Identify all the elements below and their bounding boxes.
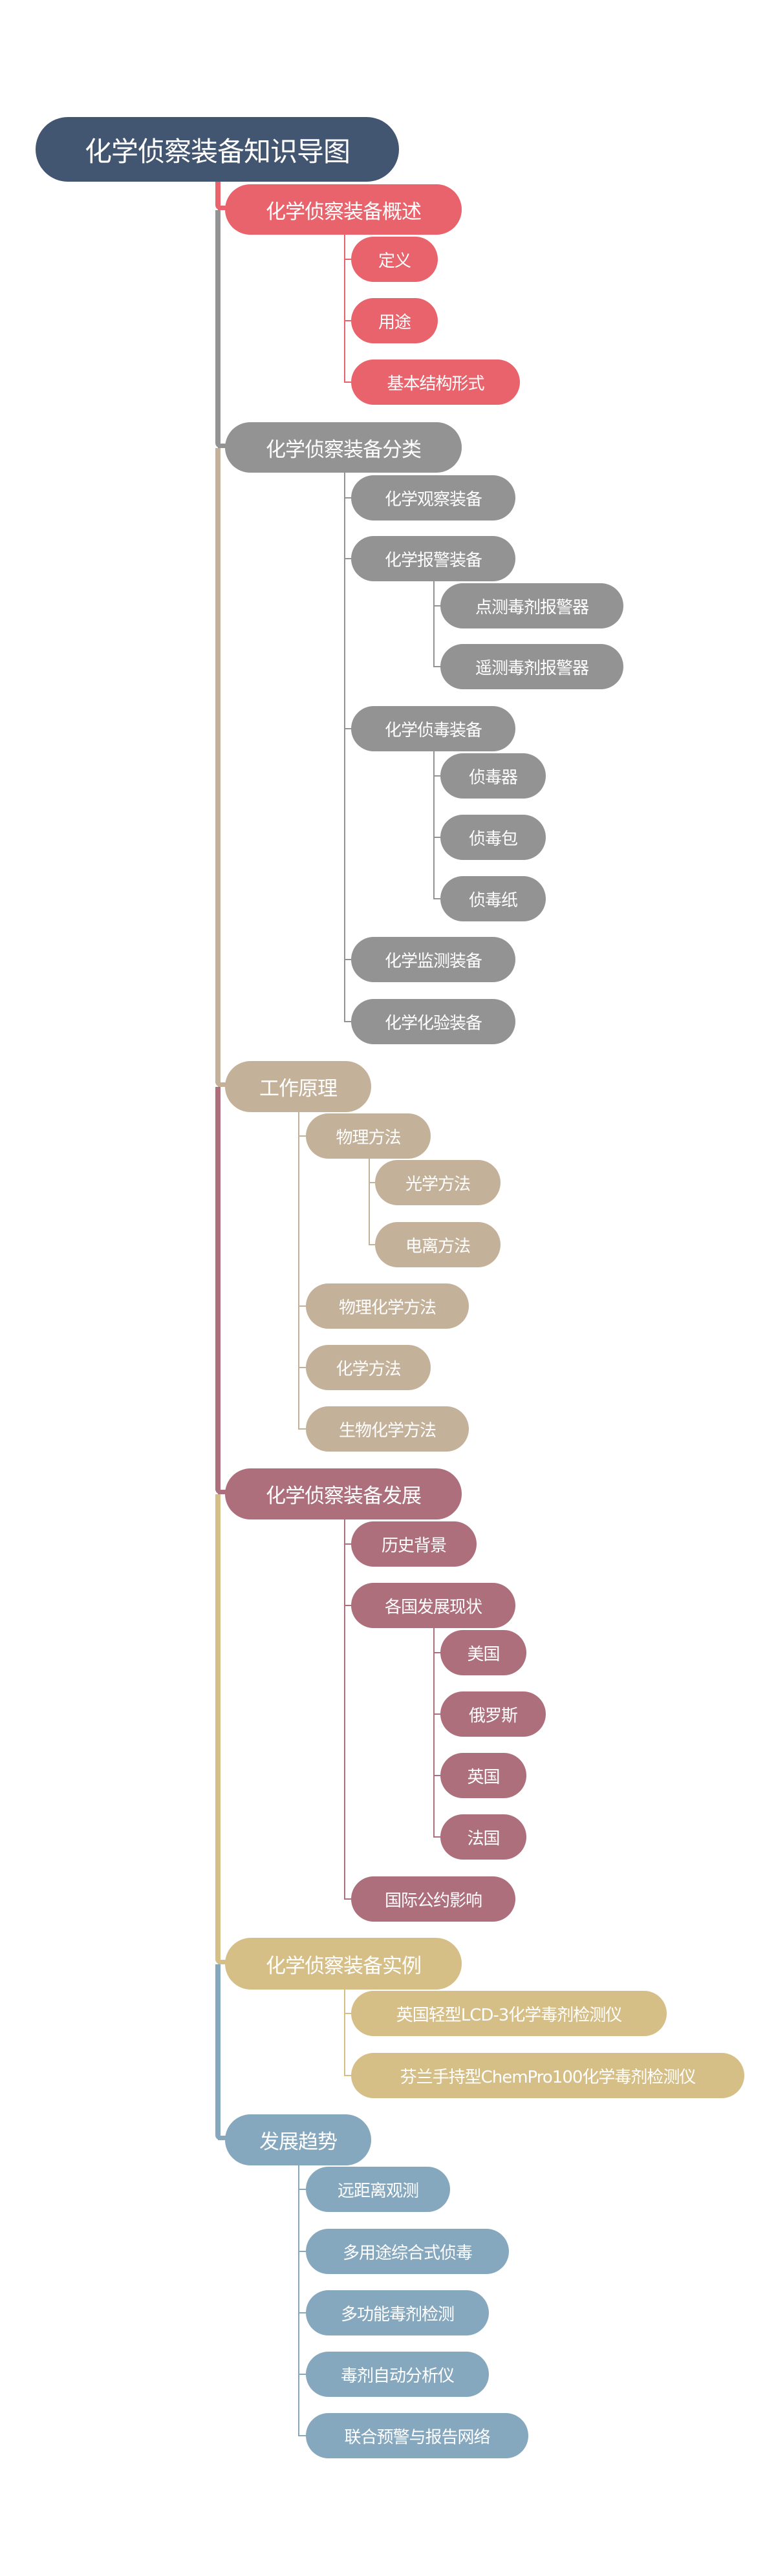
- connector-development: [344, 1519, 345, 1900]
- node-russia[interactable]: 俄罗斯: [440, 1691, 546, 1737]
- connector-countries: [433, 1628, 435, 1838]
- connector-tick: [433, 1652, 441, 1653]
- trunk-connector-classification: [218, 444, 227, 448]
- node-detection-paper[interactable]: 侦毒纸: [440, 876, 546, 921]
- trunk-connector-examples: [218, 1960, 227, 1964]
- node-multipurpose-detection[interactable]: 多用途综合式侦毒: [306, 2229, 509, 2274]
- branch-development[interactable]: 化学侦察装备发展: [225, 1468, 462, 1519]
- connector-tick: [369, 1182, 376, 1183]
- connector-tick: [433, 666, 441, 667]
- connector-tick: [433, 775, 441, 777]
- connector-tick: [433, 837, 441, 838]
- node-remote-alarm[interactable]: 遥测毒剂报警器: [440, 644, 623, 689]
- node-alarm-equipment[interactable]: 化学报警装备: [351, 536, 515, 581]
- connector-tick: [369, 1244, 376, 1245]
- connector-tick: [344, 381, 352, 383]
- trunk-segment-examples: [215, 1494, 221, 1964]
- connector-tick: [298, 2435, 306, 2436]
- node-lab-equipment[interactable]: 化学化验装备: [351, 999, 515, 1044]
- connector-tick: [344, 1898, 352, 1900]
- branch-overview[interactable]: 化学侦察装备概述: [225, 184, 462, 235]
- connector-tick: [298, 2189, 306, 2190]
- node-uk[interactable]: 英国: [440, 1753, 526, 1798]
- trunk-connector-overview: [218, 206, 227, 210]
- connector-classification: [344, 473, 345, 1022]
- node-france[interactable]: 法国: [440, 1814, 526, 1860]
- connector-tick: [298, 1305, 306, 1307]
- trunk-connector-principle: [218, 1082, 227, 1087]
- node-physical-method[interactable]: 物理方法: [306, 1113, 431, 1159]
- node-usage[interactable]: 用途: [351, 298, 438, 343]
- connector-tick: [433, 1775, 441, 1776]
- connector-examples: [344, 1990, 345, 2076]
- node-remote-observation[interactable]: 远距离观测: [306, 2167, 450, 2212]
- connector-tick: [344, 959, 352, 960]
- connector-tick: [344, 558, 352, 559]
- node-point-alarm[interactable]: 点测毒剂报警器: [440, 583, 623, 628]
- connector-tick: [298, 1367, 306, 1368]
- branch-classification[interactable]: 化学侦察装备分类: [225, 422, 462, 473]
- trunk-segment-development: [215, 1087, 221, 1494]
- node-chempro100-detector[interactable]: 芬兰手持型ChemPro100化学毒剂检测仪: [351, 2053, 744, 2098]
- connector-tick: [298, 1428, 306, 1430]
- trunk-connector-trends: [218, 2136, 227, 2140]
- connector-tick: [298, 1135, 306, 1137]
- node-ionization-method[interactable]: 电离方法: [375, 1222, 501, 1267]
- connector-tick: [344, 259, 352, 260]
- branch-principle[interactable]: 工作原理: [225, 1061, 371, 1112]
- node-monitoring-equipment[interactable]: 化学监测装备: [351, 937, 515, 982]
- branch-examples[interactable]: 化学侦察装备实例: [225, 1938, 462, 1990]
- connector-tick: [298, 2312, 306, 2313]
- node-usa[interactable]: 美国: [440, 1630, 526, 1675]
- connector-tick: [344, 1021, 352, 1022]
- node-auto-analyzer[interactable]: 毒剂自动分析仪: [306, 2352, 489, 2397]
- connector-principle: [298, 1112, 299, 1430]
- node-observation-equipment[interactable]: 化学观察装备: [351, 475, 515, 521]
- connector-tick: [298, 2251, 306, 2252]
- node-optical-method[interactable]: 光学方法: [375, 1160, 501, 1205]
- connector-tick: [433, 1836, 441, 1838]
- trunk-connector-development: [218, 1490, 227, 1494]
- connector-tick: [433, 605, 441, 606]
- node-physicochemical-method[interactable]: 物理化学方法: [306, 1283, 469, 1329]
- node-country-status[interactable]: 各国发展现状: [351, 1583, 515, 1628]
- node-detector[interactable]: 侦毒器: [440, 753, 546, 799]
- node-joint-warning-network[interactable]: 联合预警与报告网络: [306, 2413, 528, 2458]
- trunk-segment-classification: [215, 210, 221, 448]
- connector-tick: [344, 497, 352, 499]
- connector-tick: [344, 2013, 352, 2014]
- connector-tick: [344, 320, 352, 321]
- connector-tick: [433, 898, 441, 899]
- connector-tick: [433, 1713, 441, 1715]
- node-biochemical-method[interactable]: 生物化学方法: [306, 1406, 469, 1452]
- connector-tick: [344, 1605, 352, 1606]
- node-detection-equipment[interactable]: 化学侦毒装备: [351, 706, 515, 751]
- node-chemical-method[interactable]: 化学方法: [306, 1345, 431, 1390]
- trunk-segment-overview: [215, 182, 221, 210]
- node-basic-structure[interactable]: 基本结构形式: [351, 360, 520, 405]
- node-lcd3-detector[interactable]: 英国轻型LCD-3化学毒剂检测仪: [351, 1991, 667, 2036]
- connector-overview: [344, 235, 345, 383]
- node-multifunction-agent-detection[interactable]: 多功能毒剂检测: [306, 2290, 489, 2335]
- trunk-segment-trends: [215, 1964, 221, 2140]
- node-convention-impact[interactable]: 国际公约影响: [351, 1876, 515, 1922]
- node-detection-kit[interactable]: 侦毒包: [440, 815, 546, 860]
- branch-trends[interactable]: 发展趋势: [225, 2114, 371, 2165]
- connector-detect: [433, 751, 435, 899]
- node-definition[interactable]: 定义: [351, 237, 438, 282]
- connector-trends: [298, 2165, 299, 2436]
- connector-physical: [369, 1159, 370, 1245]
- connector-tick: [298, 2374, 306, 2375]
- connector-tick: [344, 728, 352, 729]
- connector-alarm: [433, 581, 435, 667]
- node-history[interactable]: 历史背景: [351, 1521, 477, 1567]
- root-node-title[interactable]: 化学侦察装备知识导图: [36, 117, 399, 182]
- connector-tick: [344, 1543, 352, 1545]
- trunk-segment-principle: [215, 448, 221, 1087]
- connector-tick: [344, 2075, 352, 2076]
